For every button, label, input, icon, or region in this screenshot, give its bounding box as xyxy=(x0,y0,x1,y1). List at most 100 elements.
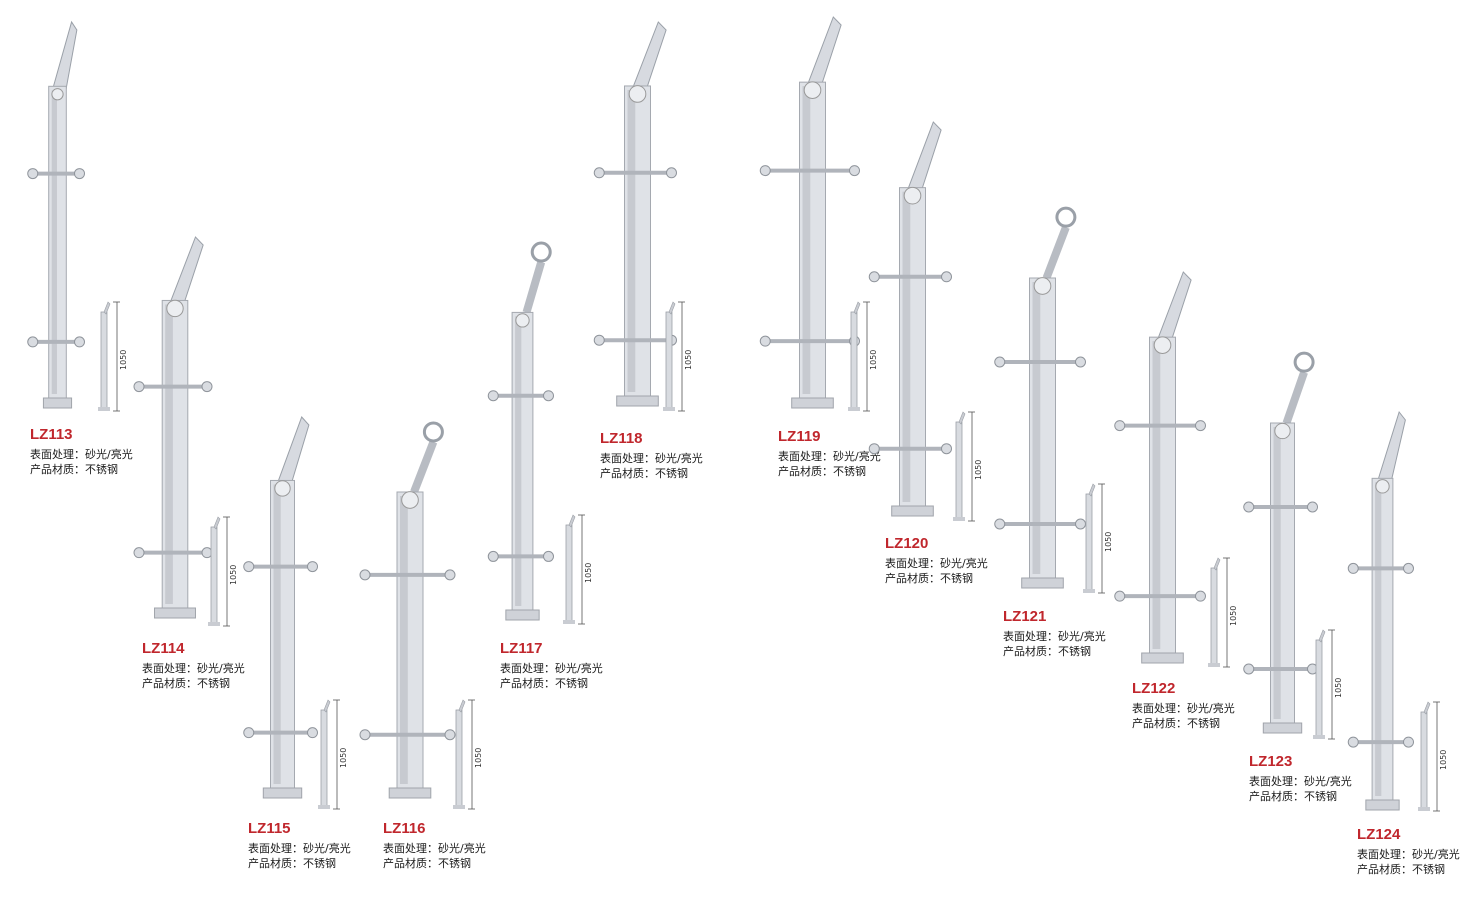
post-top-arm xyxy=(1282,370,1308,425)
surface-line: 表面处理：砂光/亮光 xyxy=(1003,629,1106,644)
clamp-knob-left xyxy=(27,168,39,180)
surface-line: 表面处理：砂光/亮光 xyxy=(248,841,351,856)
post-top-bolt xyxy=(166,299,184,318)
material-label: 产品材质： xyxy=(248,857,303,870)
side-post-base xyxy=(1208,663,1220,667)
surface-value: 砂光/亮光 xyxy=(655,452,703,465)
material-label: 产品材质： xyxy=(30,463,85,476)
clamp-knob-left xyxy=(868,271,880,283)
post-groove xyxy=(165,304,173,604)
railing-post xyxy=(487,241,554,621)
side-post-base xyxy=(453,805,465,809)
product-spec: 表面处理：砂光/亮光产品材质：不锈钢 xyxy=(1249,774,1352,804)
railing-post xyxy=(994,206,1086,589)
height-dimension-label: 1050 xyxy=(1229,605,1238,626)
side-post-body xyxy=(565,524,573,622)
product-code: LZ123 xyxy=(1249,753,1293,770)
post-base-plate xyxy=(388,787,432,799)
post-groove xyxy=(902,191,911,502)
material-label: 产品材质： xyxy=(1132,717,1187,730)
product-spec: 表面处理：砂光/亮光产品材质：不锈钢 xyxy=(142,661,245,691)
material-line: 产品材质：不锈钢 xyxy=(142,676,245,691)
post-illustration xyxy=(759,16,860,409)
clamp-knob-left xyxy=(27,336,39,348)
post-base-plate xyxy=(791,397,834,409)
material-label: 产品材质： xyxy=(1249,790,1304,803)
product-spec: 表面处理：砂光/亮光产品材质：不锈钢 xyxy=(778,449,881,479)
post-groove xyxy=(1375,482,1382,796)
dimension-figure xyxy=(1418,701,1440,812)
side-view-post xyxy=(208,516,230,627)
dimension-figure xyxy=(663,301,685,412)
side-post-base xyxy=(318,805,330,809)
surface-label: 表面处理： xyxy=(383,842,438,855)
clamp-knob-right xyxy=(1403,736,1414,748)
post-illustration xyxy=(994,206,1086,589)
post-base-plate xyxy=(262,787,303,799)
side-post-body xyxy=(455,709,463,807)
clamp-knob-right xyxy=(307,561,318,573)
surface-value: 砂光/亮光 xyxy=(197,662,245,675)
side-view-post xyxy=(1418,701,1440,812)
clamp-knob-right xyxy=(1075,518,1086,530)
dimension-figure xyxy=(318,699,340,810)
clamp-knob-right xyxy=(941,443,952,455)
product-code: LZ116 xyxy=(383,820,426,837)
post-base-plate xyxy=(154,607,196,619)
surface-value: 砂光/亮光 xyxy=(555,662,603,675)
material-line: 产品材质：不锈钢 xyxy=(1249,789,1352,804)
side-post-base xyxy=(953,517,965,521)
post-top-bolt xyxy=(51,88,64,101)
dimension-figure xyxy=(453,699,475,810)
side-post-top xyxy=(1213,557,1221,571)
side-post-top xyxy=(103,301,111,315)
material-value: 不锈钢 xyxy=(1412,863,1445,876)
material-value: 不锈钢 xyxy=(438,857,471,870)
side-post-base xyxy=(1083,589,1095,593)
post-illustration xyxy=(1243,351,1318,734)
railing-post xyxy=(868,121,952,517)
material-value: 不锈钢 xyxy=(1058,645,1091,658)
post-groove xyxy=(627,89,636,393)
surface-label: 表面处理： xyxy=(1132,702,1187,715)
clamp-knob-right xyxy=(1307,501,1318,513)
clamp-knob-right xyxy=(941,271,952,283)
side-post-body xyxy=(665,311,673,409)
railing-post xyxy=(133,236,213,619)
post-top-ring xyxy=(1293,351,1315,373)
material-line: 产品材质：不锈钢 xyxy=(885,571,988,586)
clamp-knob-left xyxy=(994,356,1006,368)
material-label: 产品材质： xyxy=(1003,645,1058,658)
side-post-body xyxy=(100,311,108,409)
clamp-knob-right xyxy=(1075,356,1086,368)
post-illustration xyxy=(1114,271,1206,664)
post-top-bolt xyxy=(903,186,922,205)
post-body xyxy=(48,85,67,399)
material-line: 产品材质：不锈钢 xyxy=(1357,862,1460,877)
surface-value: 砂光/亮光 xyxy=(1304,775,1352,788)
product-spec: 表面处理：砂光/亮光产品材质：不锈钢 xyxy=(885,556,988,586)
clamp-knob-left xyxy=(133,547,145,559)
surface-value: 砂光/亮光 xyxy=(940,557,988,570)
railing-post xyxy=(1347,410,1414,811)
clamp-knob-left xyxy=(759,165,771,177)
clamp-knob-left xyxy=(1347,562,1359,574)
post-groove xyxy=(1152,341,1161,649)
post-groove xyxy=(802,86,811,395)
clamp-knob-right xyxy=(444,729,456,741)
surface-line: 表面处理：砂光/亮光 xyxy=(1132,701,1235,716)
post-groove xyxy=(1032,282,1041,574)
clamp-knob-right xyxy=(849,165,860,177)
side-post-top xyxy=(323,699,331,713)
clamp-knob-left xyxy=(593,167,605,179)
surface-line: 表面处理：砂光/亮光 xyxy=(1357,847,1460,862)
side-post-base xyxy=(663,407,675,411)
side-view-post xyxy=(848,301,870,412)
surface-label: 表面处理： xyxy=(778,450,833,463)
post-groove xyxy=(400,496,408,784)
dimension-figure xyxy=(208,516,230,627)
product-spec: 表面处理：砂光/亮光产品材质：不锈钢 xyxy=(30,447,133,477)
clamp-knob-left xyxy=(994,518,1006,530)
side-post-base xyxy=(1313,735,1325,739)
surface-line: 表面处理：砂光/亮光 xyxy=(778,449,881,464)
